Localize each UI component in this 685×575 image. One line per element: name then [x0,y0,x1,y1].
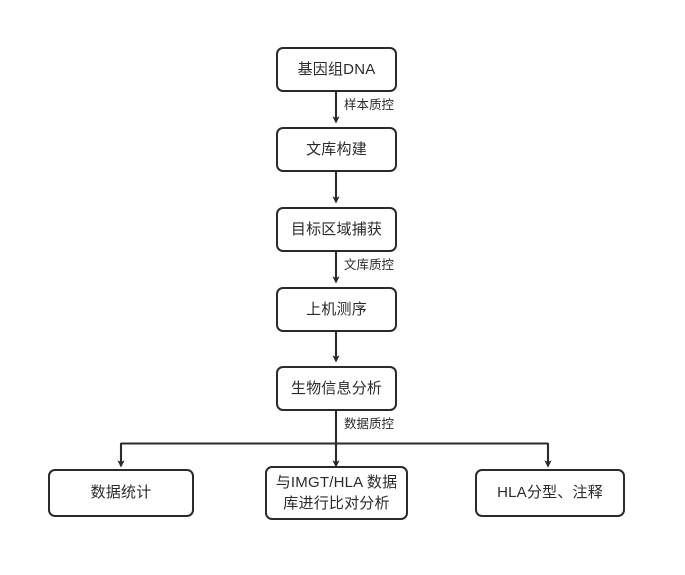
node-imgt-compare-label: 与IMGT/HLA 数据 库进行比对分析 [275,473,398,512]
node-genomic-dna-label: 基因组DNA [297,60,376,78]
node-hla-typing[interactable]: HLA分型、注释 [475,469,625,517]
node-sequencing[interactable]: 上机测序 [276,287,397,332]
edge-label-data-qc: 数据质控 [344,417,395,431]
node-hla-typing-label: HLA分型、注释 [497,484,603,502]
node-imgt-compare[interactable]: 与IMGT/HLA 数据 库进行比对分析 [265,466,408,520]
node-bioinformatics[interactable]: 生物信息分析 [276,366,397,411]
node-sequencing-label: 上机测序 [306,300,367,318]
node-library-build[interactable]: 文库构建 [276,127,397,172]
edge-label-library-qc: 文库质控 [344,258,395,272]
node-library-build-label: 文库构建 [306,140,367,158]
node-data-stats-label: 数据统计 [90,484,152,502]
edge-label-sample-qc: 样本质控 [344,98,395,112]
node-target-capture[interactable]: 目标区域捕获 [276,207,397,252]
node-bioinformatics-label: 生物信息分析 [290,379,383,397]
node-target-capture-label: 目标区域捕获 [290,220,383,238]
node-genomic-dna[interactable]: 基因组DNA [276,47,397,92]
node-data-stats[interactable]: 数据统计 [48,469,194,517]
